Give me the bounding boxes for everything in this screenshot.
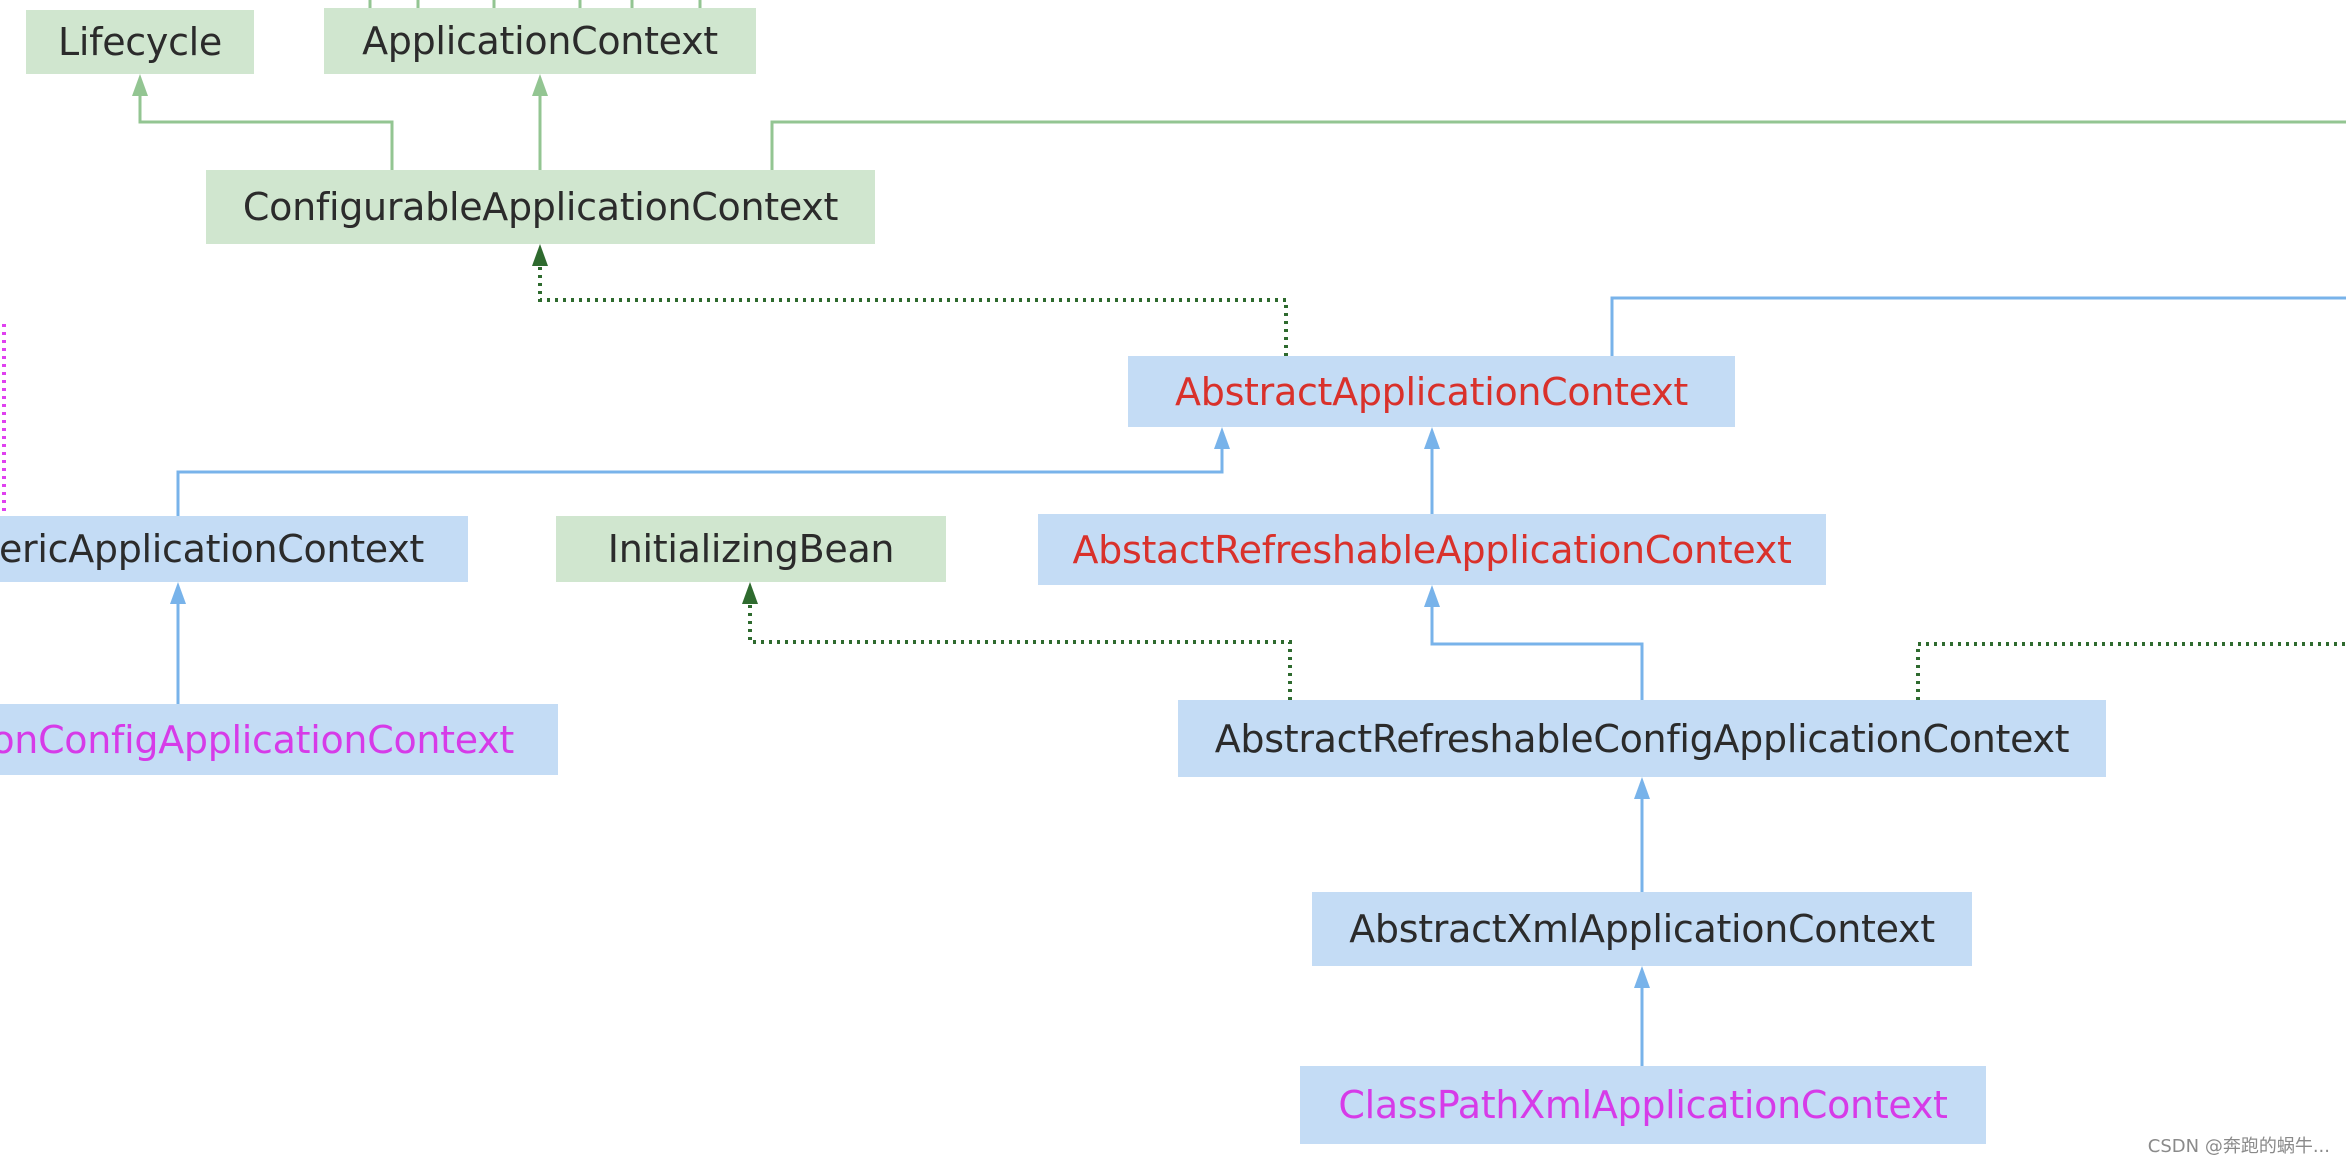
node-lifecycle[interactable]: Lifecycle [26,10,254,74]
node-application-context[interactable]: ApplicationContext [324,8,756,74]
edge-generic-to-abstract-app-context-arrowhead [1214,427,1230,449]
edge-abstract-app-context-implements-configurable [538,266,1288,356]
node-abstact-refreshable-application-context[interactable]: AbstactRefreshableApplicationContext [1038,514,1826,585]
edge-refreshable-to-abstract-app-context-arrowhead [1424,427,1440,449]
node-configurable-application-context[interactable]: ConfigurableApplicationContext [206,170,875,244]
node-annotation-config-application-context[interactable]: onConfigApplicationContext [0,704,558,775]
edge-refreshable-config-implements-initializing-bean [748,604,1292,700]
edge-generic-to-abstract-app-context [176,449,1224,516]
node-abstract-application-context[interactable]: AbstractApplicationContext [1128,356,1735,427]
node-annotation-config-application-context-label: onConfigApplicationContext [0,717,514,762]
edge-classpath-xml-to-xml-arrowhead [1634,966,1650,988]
node-abstract-refreshable-config-application-context-label: AbstractRefreshableConfigApplicationCont… [1214,716,2070,761]
node-application-context-label: ApplicationContext [362,19,718,63]
edge-configurable-to-lifecycle [138,96,394,170]
node-generic-application-context-label: nericApplicationContext [0,527,424,571]
node-classpath-xml-application-context[interactable]: ClassPathXmlApplicationContext [1300,1066,1986,1144]
edge-configurable-to-lifecycle-arrowhead [132,74,148,96]
node-generic-application-context[interactable]: nericApplicationContext [0,516,468,582]
edge-refreshable-config-implements-initializing-bean-arrowhead [742,582,758,604]
edge-configurable-to-offscreen-right [770,120,2346,170]
edge-abstract-app-context-to-offscreen-right [1610,296,2346,356]
edge-abstract-app-context-implements-configurable-arrowhead [532,244,548,266]
node-classpath-xml-application-context-label: ClassPathXmlApplicationContext [1338,1083,1948,1127]
node-initializing-bean-label: InitializingBean [607,527,895,571]
edge-configurable-to-application-context-arrowhead [532,74,548,96]
watermark: CSDN @奔跑的蜗牛... [2147,1136,2330,1157]
node-abstract-xml-application-context[interactable]: AbstractXmlApplicationContext [1312,892,1972,966]
node-configurable-application-context-label: ConfigurableApplicationContext [242,185,839,229]
node-abstract-refreshable-config-application-context[interactable]: AbstractRefreshableConfigApplicationCont… [1178,700,2106,777]
node-initializing-bean[interactable]: InitializingBean [556,516,946,582]
node-abstract-application-context-label: AbstractApplicationContext [1175,369,1688,414]
edge-xml-to-refreshable-config-arrowhead [1634,777,1650,799]
edge-annotation-config-to-generic-arrowhead [170,582,186,604]
edge-refreshable-config-to-refreshable [1430,607,1644,700]
edge-refreshable-config-implements-offscreen-right [1916,642,2346,700]
node-lifecycle-label: Lifecycle [58,20,222,64]
node-abstact-refreshable-application-context-label: AbstactRefreshableApplicationContext [1072,527,1792,572]
node-abstract-xml-application-context-label: AbstractXmlApplicationContext [1349,907,1935,951]
edge-refreshable-config-to-refreshable-arrowhead [1424,585,1440,607]
